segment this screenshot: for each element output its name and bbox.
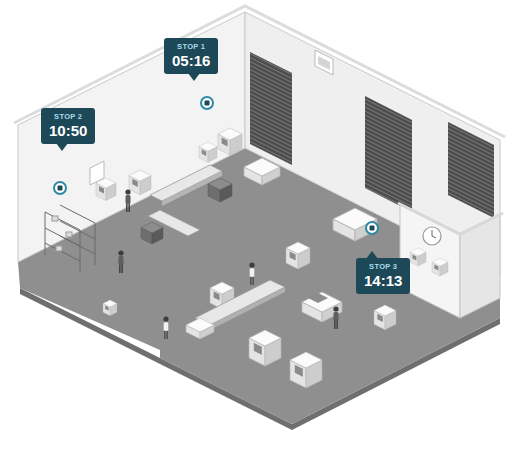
stop-time: 10:50 xyxy=(49,122,87,140)
people xyxy=(118,189,338,339)
stop-time: 14:13 xyxy=(364,272,402,290)
callout-box: STOP 210:50 xyxy=(41,108,95,144)
machines xyxy=(96,128,448,388)
stop-label: STOP 1 xyxy=(172,42,210,52)
building xyxy=(14,6,505,430)
stop-label: STOP 2 xyxy=(49,112,87,122)
callout-box: STOP 105:16 xyxy=(164,38,218,74)
callout-box: STOP 314:13 xyxy=(356,258,410,294)
stop-markers xyxy=(54,97,378,234)
shelves xyxy=(45,205,95,272)
stop-label: STOP 3 xyxy=(364,262,402,272)
stop-time: 05:16 xyxy=(172,52,210,70)
